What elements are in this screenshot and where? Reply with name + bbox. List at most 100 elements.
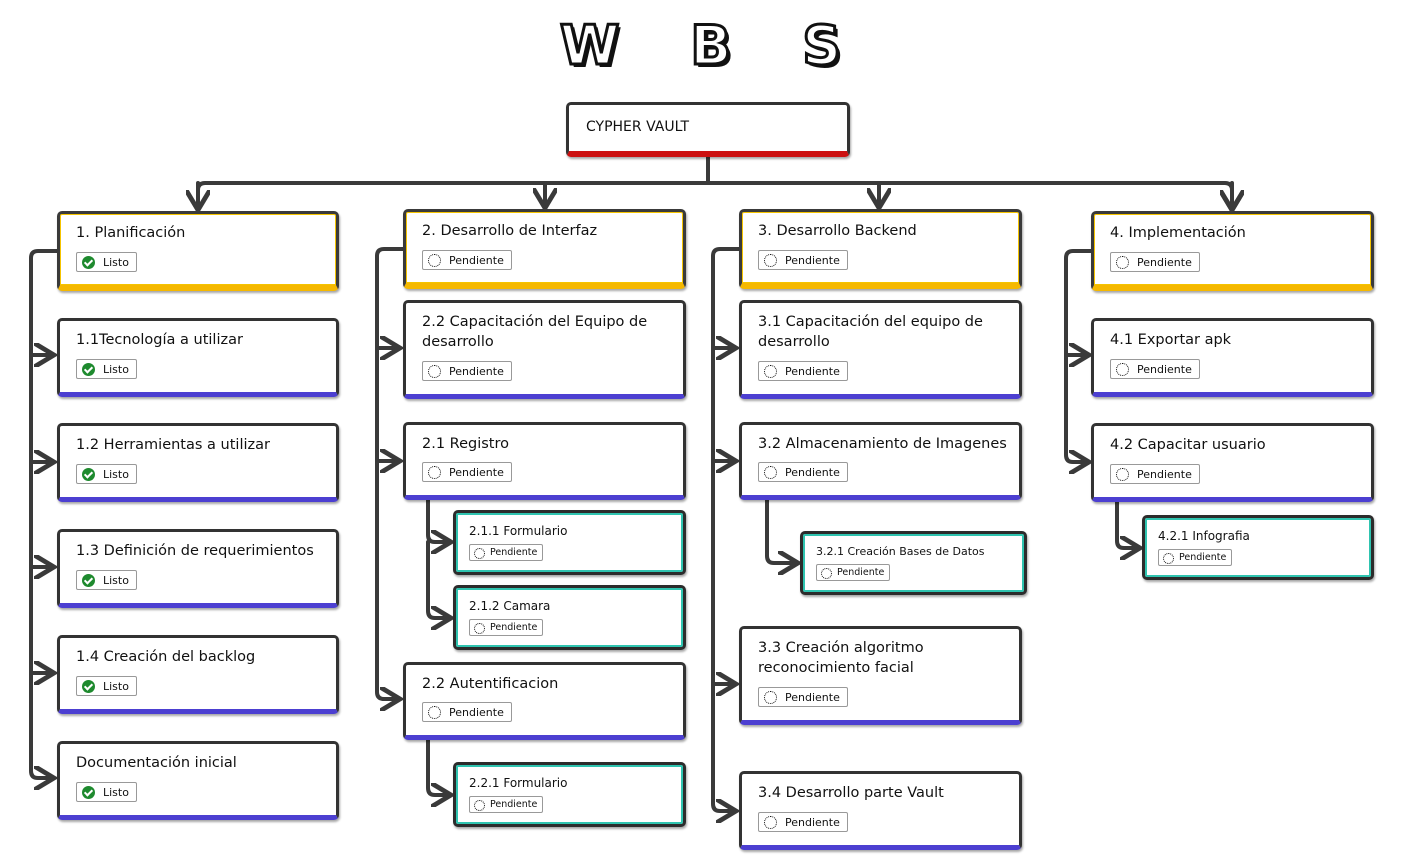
subtask-node[interactable]: 2.1.2 Camara Pendiente — [453, 585, 686, 650]
node-label: 2.1 Registro — [422, 436, 509, 452]
status-badge[interactable]: Pendiente — [469, 544, 544, 561]
task-node[interactable]: 1.3 Definición de requerimientos Listo — [57, 529, 339, 608]
status-badge[interactable]: Listo — [76, 782, 137, 802]
status-text: Pendiente — [449, 365, 504, 378]
task-node[interactable]: 3.1 Capacitación del equipo de desarroll… — [739, 300, 1022, 399]
task-node[interactable]: 4.2 Capacitar usuario Pendiente — [1091, 423, 1374, 502]
pending-circle-icon — [474, 622, 485, 634]
status-text: Pendiente — [449, 466, 504, 479]
status-badge[interactable]: Pendiente — [1110, 464, 1200, 484]
node-label: 3.2 Almacenamiento de Imagenes — [758, 436, 1007, 452]
subtask-node[interactable]: 3.2.1 Creación Bases de Datos Pendiente — [800, 531, 1027, 595]
status-badge[interactable]: Pendiente — [422, 361, 512, 381]
pending-circle-icon — [764, 365, 777, 378]
status-text: Pendiente — [449, 254, 504, 267]
task-node[interactable]: 2.2 Autentificacion Pendiente — [403, 662, 686, 740]
task-node[interactable]: 1.1Tecnología a utilizar Listo — [57, 318, 339, 397]
status-text: Pendiente — [1137, 468, 1192, 481]
status-badge[interactable]: Pendiente — [1110, 359, 1200, 379]
page-title: W B S — [558, 13, 868, 79]
status-badge[interactable]: Listo — [76, 464, 137, 484]
node-label: 3. Desarrollo Backend — [758, 223, 917, 239]
status-text: Pendiente — [1137, 256, 1192, 269]
task-node[interactable]: 3.2 Almacenamiento de Imagenes Pendiente — [739, 422, 1022, 500]
status-badge[interactable]: Pendiente — [758, 250, 848, 270]
root-label: CYPHER VAULT — [586, 119, 690, 135]
node-label: 3.1 Capacitación del equipo de desarroll… — [758, 314, 983, 350]
status-text: Pendiente — [449, 706, 504, 719]
check-circle-icon — [82, 256, 95, 269]
status-badge[interactable]: Pendiente — [469, 619, 544, 636]
subtask-node[interactable]: 2.1.1 Formulario Pendiente — [453, 510, 686, 575]
status-badge[interactable]: Pendiente — [469, 796, 544, 813]
node-label: 4.2 Capacitar usuario — [1110, 437, 1266, 453]
status-text: Listo — [103, 256, 129, 269]
status-badge[interactable]: Pendiente — [1110, 252, 1200, 272]
node-label: 1.3 Definición de requerimientos — [76, 543, 314, 559]
check-circle-icon — [82, 468, 95, 481]
pending-circle-icon — [1116, 468, 1129, 481]
phase-node-interfaz[interactable]: 2. Desarrollo de Interfaz Pendiente — [403, 209, 686, 289]
status-badge[interactable]: Pendiente — [758, 462, 848, 482]
status-text: Pendiente — [785, 365, 840, 378]
phase-node-implementacion[interactable]: 4. Implementación Pendiente — [1091, 211, 1374, 291]
status-text: Pendiente — [785, 466, 840, 479]
status-badge[interactable]: Pendiente — [422, 250, 512, 270]
status-badge[interactable]: Pendiente — [422, 702, 512, 722]
status-text: Listo — [103, 786, 129, 799]
task-node[interactable]: 3.4 Desarrollo parte Vault Pendiente — [739, 771, 1022, 850]
phase-node-backend[interactable]: 3. Desarrollo Backend Pendiente — [739, 209, 1022, 289]
pending-circle-icon — [474, 547, 485, 559]
status-text: Pendiente — [490, 799, 538, 810]
task-node[interactable]: 3.3 Creación algoritmo reconocimiento fa… — [739, 626, 1022, 725]
status-badge[interactable]: Pendiente — [758, 812, 848, 832]
pending-circle-icon — [474, 799, 485, 811]
task-node[interactable]: 1.4 Creación del backlog Listo — [57, 635, 339, 714]
node-label: 1.2 Herramientas a utilizar — [76, 437, 270, 453]
status-badge[interactable]: Pendiente — [1158, 549, 1233, 566]
status-badge[interactable]: Listo — [76, 570, 137, 590]
phase-node-planificacion[interactable]: 1. Planificación Listo — [57, 211, 339, 291]
status-badge[interactable]: Listo — [76, 252, 137, 272]
status-text: Pendiente — [785, 691, 840, 704]
pending-circle-icon — [764, 466, 777, 479]
pending-circle-icon — [764, 816, 777, 829]
status-text: Pendiente — [785, 816, 840, 829]
subtask-node[interactable]: 2.2.1 Formulario Pendiente — [453, 762, 686, 827]
status-badge[interactable]: Pendiente — [758, 687, 848, 707]
node-label: 2.1.1 Formulario — [469, 524, 568, 538]
node-label: Documentación inicial — [76, 755, 237, 771]
status-badge[interactable]: Pendiente — [758, 361, 848, 381]
status-text: Pendiente — [837, 567, 885, 578]
status-text: Pendiente — [1179, 552, 1227, 563]
task-node[interactable]: 2.1 Registro Pendiente — [403, 422, 686, 500]
node-label: 3.4 Desarrollo parte Vault — [758, 785, 944, 801]
pending-circle-icon — [821, 567, 832, 579]
task-node[interactable]: 1.2 Herramientas a utilizar Listo — [57, 423, 339, 502]
status-text: Pendiente — [490, 547, 538, 558]
status-text: Listo — [103, 363, 129, 376]
status-text: Pendiente — [490, 622, 538, 633]
check-circle-icon — [82, 363, 95, 376]
subtask-node[interactable]: 4.2.1 Infografia Pendiente — [1142, 515, 1374, 580]
pending-circle-icon — [764, 691, 777, 704]
task-node[interactable]: 4.1 Exportar apk Pendiente — [1091, 318, 1374, 397]
node-label: 2.2 Capacitación del Equipo de desarroll… — [422, 314, 648, 350]
pending-circle-icon — [428, 365, 441, 378]
node-label: 3.3 Creación algoritmo reconocimiento fa… — [758, 640, 924, 676]
status-badge[interactable]: Listo — [76, 676, 137, 696]
status-badge[interactable]: Pendiente — [422, 462, 512, 482]
pending-circle-icon — [764, 254, 777, 267]
check-circle-icon — [82, 680, 95, 693]
status-text: Listo — [103, 468, 129, 481]
node-label: 2.2 Autentificacion — [422, 676, 559, 692]
status-badge[interactable]: Listo — [76, 359, 137, 379]
status-text: Pendiente — [785, 254, 840, 267]
root-node[interactable]: CYPHER VAULT — [566, 102, 850, 157]
status-text: Pendiente — [1137, 363, 1192, 376]
task-node[interactable]: 2.2 Capacitación del Equipo de desarroll… — [403, 300, 686, 399]
pending-circle-icon — [428, 254, 441, 267]
status-badge[interactable]: Pendiente — [816, 564, 891, 581]
task-node[interactable]: Documentación inicial Listo — [57, 741, 339, 820]
